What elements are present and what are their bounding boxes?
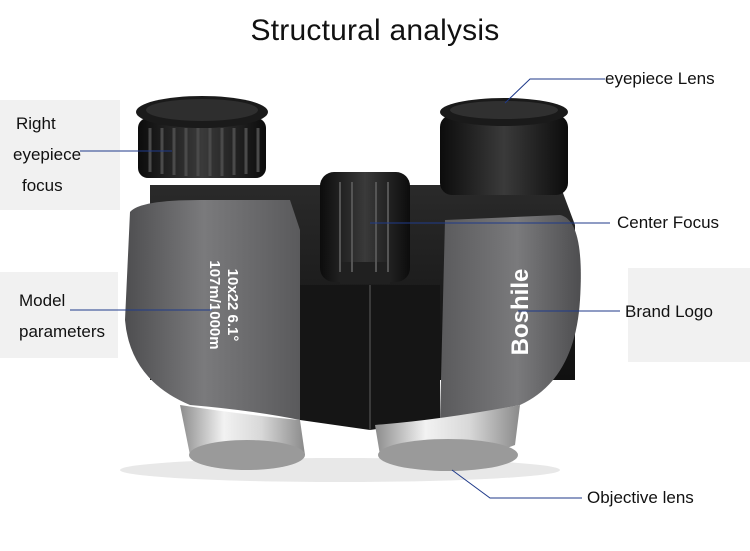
model-parameters-print: 10x22 6.1° 107m/1000m [206,260,241,349]
label-model-line1: Model [19,291,66,310]
label-right-focus-line2: eyepiece [13,145,82,164]
label-objective-lens: Objective lens [587,488,694,507]
brand-logo-text: Boshile [507,269,534,356]
model-line-2: 107m/1000m [206,260,223,349]
left-eyepiece [136,96,268,178]
callout-line-objective-lens [451,469,582,499]
label-box-brand-logo [628,268,750,362]
center-focus-wheel [320,172,410,284]
callout-line-eyepiece-lens [504,78,605,104]
left-objective-housing [180,405,305,470]
label-center-focus: Center Focus [617,213,720,232]
label-eyepiece-lens: eyepiece Lens [605,69,715,88]
bridge-lower-housing [295,285,440,430]
label-right-focus-line1: Right [16,114,56,133]
callout-lines [70,78,620,499]
right-barrel-body [440,215,581,420]
label-box-model-params [0,272,118,358]
left-barrel-body [125,200,300,420]
model-line-1: 10x22 6.1° [224,269,241,342]
label-right-focus-line3: focus [22,176,63,195]
page-title: Structural analysis [250,14,500,47]
label-box-right-focus [0,100,120,210]
label-model-line2: parameters [19,322,105,341]
right-eyepiece [440,98,568,195]
brand-logo: Boshile [507,269,534,356]
right-objective-housing [375,405,520,471]
label-brand-logo: Brand Logo [625,302,713,321]
